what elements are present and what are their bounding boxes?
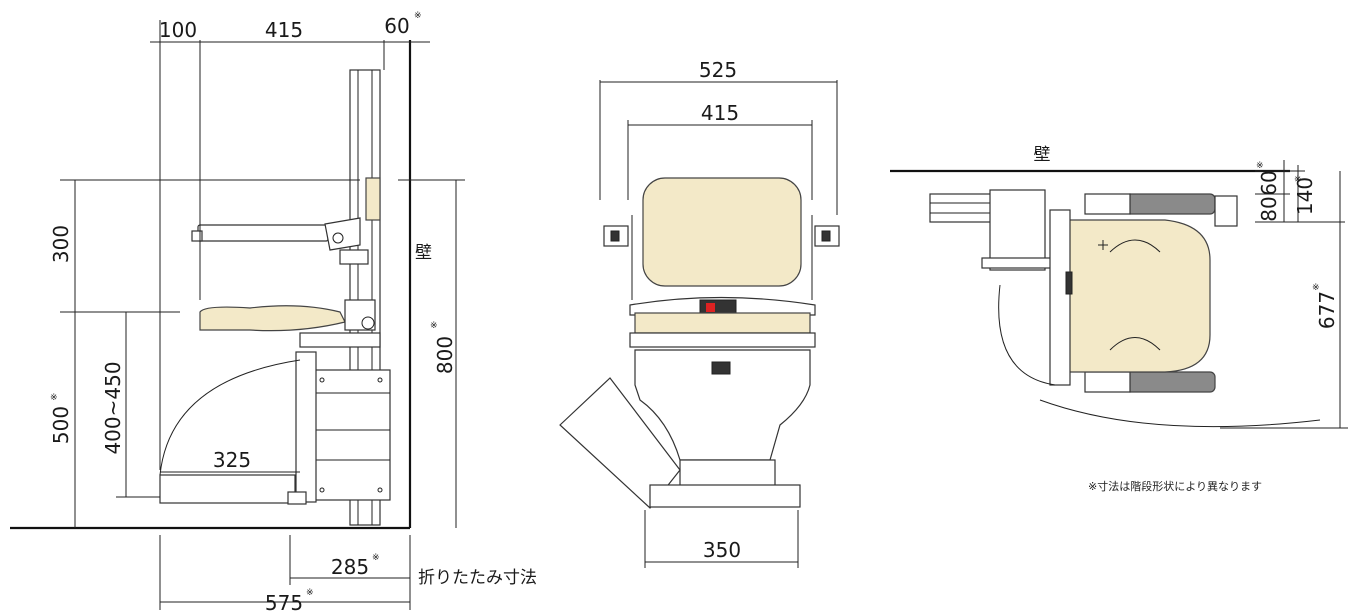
mark-500: ※ (50, 393, 58, 403)
mark-575: ※ (306, 588, 314, 598)
wall-label-side: 壁 (415, 243, 432, 263)
dim-500: 500 (49, 406, 73, 444)
dim-300: 300 (49, 225, 73, 263)
dim-800: 800 (433, 336, 457, 374)
drive-unit (314, 369, 391, 501)
mark-60-top: ※ (1256, 161, 1264, 171)
dim-325: 325 (213, 448, 251, 472)
dim-415-side: 415 (265, 18, 303, 42)
rail-top (929, 193, 1001, 223)
dim-415-front: 415 (701, 101, 739, 125)
mark-800: ※ (430, 321, 438, 331)
dim-677: 677 (1315, 291, 1339, 329)
backrest-front (642, 177, 802, 287)
armrest-top (1124, 193, 1216, 215)
mark-60: ※ (414, 11, 422, 21)
dim-80: 80 (1257, 196, 1281, 221)
footrest (159, 474, 296, 504)
dim-100: 100 (159, 18, 197, 42)
dim-575: 575 (265, 591, 303, 615)
top-view: 壁 60 ※ 80 140 ※ (890, 145, 1348, 493)
folded-footrest (559, 377, 681, 509)
dim-400-450: 400~450 (101, 361, 125, 454)
dim-60-side: 60 (384, 14, 409, 38)
mark-285: ※ (372, 553, 380, 563)
dim-140: 140 (1293, 177, 1317, 215)
seat-side (199, 305, 346, 332)
armrest (197, 224, 329, 242)
side-view: 100 415 60 ※ 300 500 ※ 400~450 325 800 ※… (10, 11, 537, 615)
backrest-edge (365, 177, 381, 221)
dim-285: 285 (331, 555, 369, 579)
seat-front (634, 312, 811, 334)
dim-525: 525 (699, 58, 737, 82)
dim-60-top: 60 (1257, 170, 1281, 195)
seat-top (1064, 219, 1211, 373)
fold-label: 折りたたみ寸法 (418, 568, 537, 588)
front-view: 525 415 350 (559, 58, 840, 568)
dimension-note: ※寸法は階段形状により異なります (1088, 479, 1262, 493)
armrest-bottom (1124, 371, 1216, 393)
mark-140: ※ (1294, 175, 1302, 185)
wall-label-top: 壁 (1034, 145, 1051, 165)
mark-677: ※ (1312, 283, 1320, 293)
dim-350: 350 (703, 538, 741, 562)
